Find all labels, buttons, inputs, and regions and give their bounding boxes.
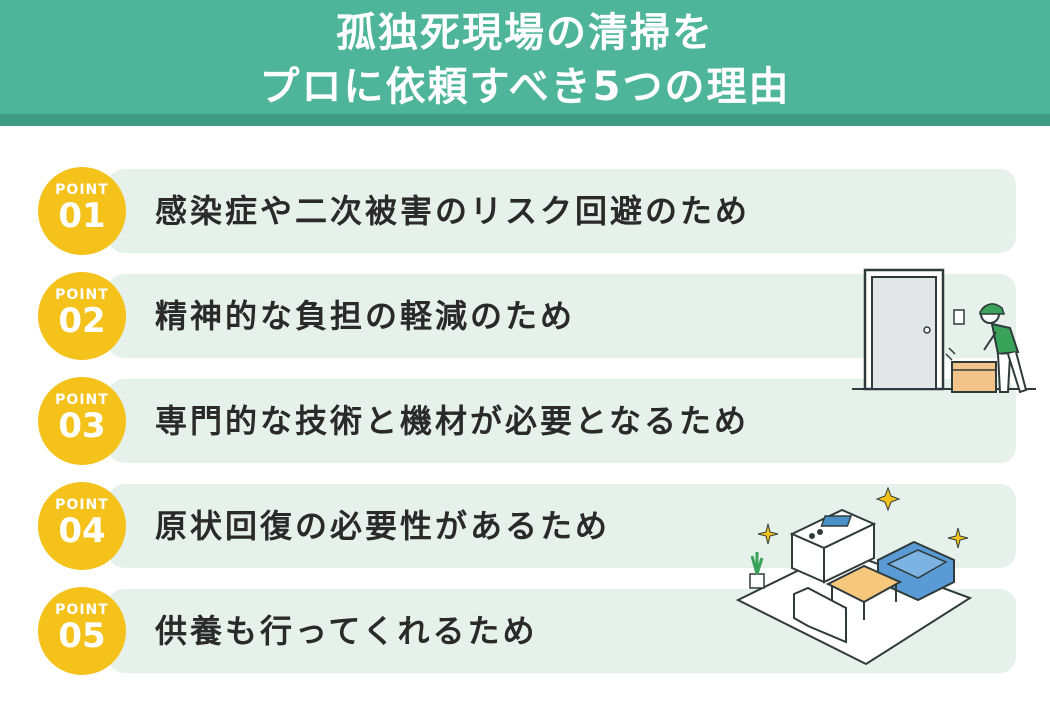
reason-text: 原状回復の必要性があるため [155,507,611,545]
title-line-2: プロに依頼すべき5つの理由 [259,64,791,110]
reason-item-1: 感染症や二次被害のリスク回避のため [108,169,1016,253]
header-banner: 孤独死現場の清掃を プロに依頼すべき5つの理由 [0,0,1050,126]
reason-item-3: 専門的な技術と機材が必要となるため [108,379,1016,463]
reason-text: 精神的な負担の軽減のため [155,297,576,335]
badge-number: 01 [58,196,106,236]
header-band [0,114,1050,126]
badge-point-label: POINT [55,602,109,618]
badge-number: 05 [58,616,106,656]
badge-point-label: POINT [55,497,109,513]
badge-point-label: POINT [55,182,109,198]
point-badge-5: POINT 05 [38,587,126,675]
room-furniture-icon [735,486,973,666]
title-line-1: 孤独死現場の清掃を [336,10,714,56]
page-title: 孤独死現場の清掃を プロに依頼すべき5つの理由 [0,6,1050,114]
badge-number: 04 [58,511,106,551]
reason-text: 専門的な技術と機材が必要となるため [155,402,750,440]
reason-text: 供養も行ってくれるため [155,612,538,650]
badge-point-label: POINT [55,392,109,408]
badge-number: 02 [58,301,106,341]
badge-number: 03 [58,406,106,446]
point-badge-2: POINT 02 [38,272,126,360]
reason-text: 感染症や二次被害のリスク回避のため [155,192,751,230]
point-badge-1: POINT 01 [38,167,126,255]
badge-point-label: POINT [55,287,109,303]
point-badge-3: POINT 03 [38,377,126,465]
point-badge-4: POINT 04 [38,482,126,570]
door-worker-icon [852,268,1036,394]
